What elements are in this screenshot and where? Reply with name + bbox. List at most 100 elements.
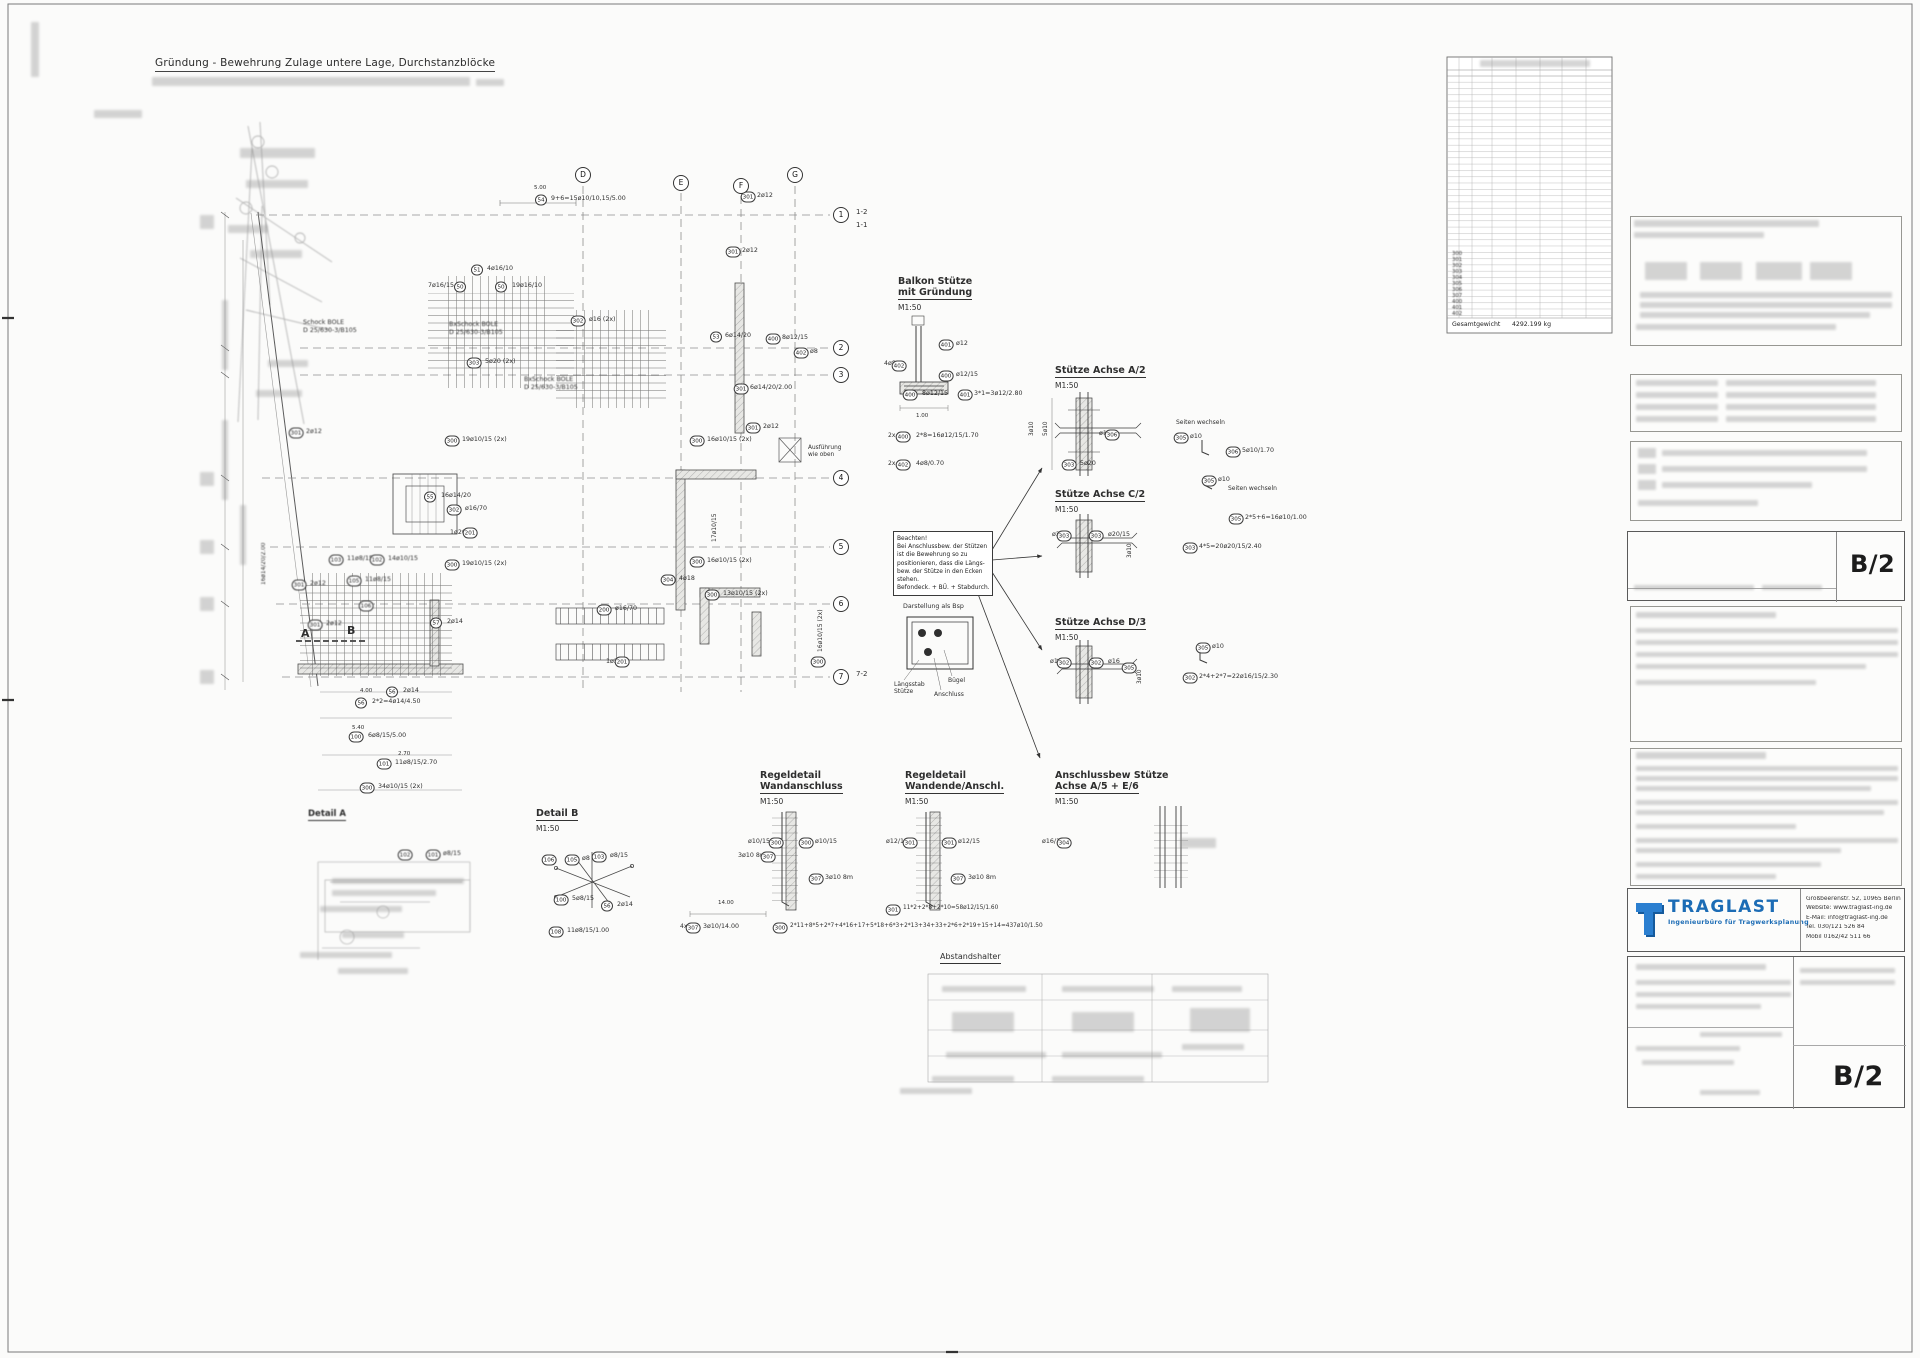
annotation-text: 8ø12/15 xyxy=(922,390,949,397)
annotation-text: M1:50 xyxy=(1055,381,1079,390)
blurred-text xyxy=(1662,450,1867,456)
callout-301: 301 xyxy=(740,191,756,203)
annotation-text: ø8 xyxy=(810,348,818,355)
annotation-text: 2ø12 xyxy=(310,580,326,587)
blurred-text xyxy=(1636,612,1776,618)
annotation-text: 6ø14/20/2.00 xyxy=(750,384,793,391)
annotation-text: 6ø14/20 xyxy=(725,332,752,339)
callout-300: 300 xyxy=(798,837,814,849)
annotation-text: 7-2 xyxy=(856,670,868,678)
callout-302: 302 xyxy=(1088,657,1104,669)
annotation-text: Wandanschluss xyxy=(760,781,843,794)
callout-106: 106 xyxy=(541,854,557,866)
annotation-text: 5ø10 xyxy=(1043,421,1049,436)
blurred-text xyxy=(1645,262,1687,280)
blurred-text xyxy=(1662,482,1812,488)
callout-305: 305 xyxy=(1121,662,1137,674)
blurred-text xyxy=(1636,392,1718,398)
blurred-text xyxy=(1636,1046,1740,1051)
contact-line: Großbeerenstr. 52, 10965 Berlin xyxy=(1806,896,1901,902)
blurred-text xyxy=(1640,312,1870,318)
detail-title-stuetze-achse-a2: Stütze Achse A/2 xyxy=(1055,365,1146,378)
annotation-text: 1.00 xyxy=(916,413,929,419)
blurred-text xyxy=(1638,448,1656,458)
annotation-text: 16ø14/20/2.00 xyxy=(261,542,267,586)
axis-5: 5 xyxy=(833,539,849,555)
annotation-text: wie oben xyxy=(808,452,835,458)
note-line: stehen. xyxy=(897,577,919,584)
annotation-text: 2ø14 xyxy=(447,618,463,625)
callout-300: 300 xyxy=(444,559,460,571)
callout-103: 103 xyxy=(591,851,607,863)
blurred-text xyxy=(952,1012,1014,1032)
annotation-text: 2ø14 xyxy=(403,687,419,694)
blurred-text xyxy=(1636,404,1718,410)
annotation-text: Schock BOLE xyxy=(303,319,345,326)
blurred-text xyxy=(200,540,214,554)
annotation-text: 2ø12 xyxy=(326,620,342,627)
blurred-text xyxy=(1636,964,1766,970)
callout-105: 105 xyxy=(564,854,580,866)
blurred-text xyxy=(256,390,302,397)
callout-301: 301 xyxy=(885,904,901,916)
annotation-text: M1:50 xyxy=(536,824,560,833)
callout-102: 102 xyxy=(397,849,413,861)
callout-201: 201 xyxy=(462,527,478,539)
blurred-text xyxy=(1800,968,1895,973)
blurred-text xyxy=(1700,1032,1782,1037)
axis-4: 4 xyxy=(833,470,849,486)
annotation-text: 5ø20 (2x) xyxy=(485,358,516,365)
steel-pos: 304 xyxy=(1452,275,1463,281)
detail-title-regeldetail-wandende: Regeldetail xyxy=(905,770,966,781)
annotation-text: ø16 xyxy=(1108,658,1120,665)
annotation-text: ø10/15 xyxy=(748,838,770,845)
annotation-text: ø16/70 xyxy=(465,505,487,512)
steel-pos: 301 xyxy=(1452,257,1463,263)
callout-301: 301 xyxy=(733,383,749,395)
blurred-text xyxy=(1062,1052,1162,1058)
blurred-text xyxy=(1636,766,1898,771)
blurred-text xyxy=(1636,1004,1761,1009)
annotation-text: 13ø10/15 (2x) xyxy=(723,590,768,597)
titleblock-legend xyxy=(1630,441,1902,521)
blurred-text xyxy=(1636,810,1884,815)
callout-301: 301 xyxy=(307,619,323,631)
annotation-text: Ausführung xyxy=(808,445,842,451)
callout-102: 102 xyxy=(369,554,385,566)
annotation-text: 1-1 xyxy=(856,221,868,229)
callout-300: 300 xyxy=(689,556,705,568)
annotation-text: 5ø8/15 xyxy=(572,895,594,902)
callout-302: 302 xyxy=(1182,672,1198,684)
annotation-text: 2ø12 xyxy=(757,192,773,199)
annotation-text: M1:50 xyxy=(905,797,929,806)
axis-2: 2 xyxy=(833,340,849,356)
blurred-text xyxy=(228,225,268,233)
callout-300: 300 xyxy=(704,589,720,601)
blurred-text xyxy=(200,472,214,486)
callout-305: 305 xyxy=(1195,642,1211,654)
callout-200: 200 xyxy=(596,604,612,616)
steel-pos: 305 xyxy=(1452,281,1463,287)
note-line: ist die Bewehrung so zu xyxy=(897,552,968,559)
divider xyxy=(1628,588,1836,589)
blurred-text xyxy=(476,79,504,86)
blurred-text xyxy=(1636,786,1871,791)
annotation-text: 2ø12 xyxy=(763,423,779,430)
steel-pos: 302 xyxy=(1452,263,1463,269)
callout-301: 301 xyxy=(745,422,761,434)
drawing-title: Gründung - Bewehrung Zulage untere Lage,… xyxy=(155,57,496,72)
annotation-text: 2*2=4ø14/4.50 xyxy=(372,698,421,705)
steel-pos: 401 xyxy=(1452,305,1463,311)
annotation-text: ø10 xyxy=(1190,433,1202,440)
blurred-text xyxy=(222,420,228,500)
annotation-text: M1:50 xyxy=(760,797,784,806)
blurred-text xyxy=(1662,466,1867,472)
callout-51: 51 xyxy=(471,264,483,276)
titleblock-logo: TRAGLAST Ingenieurbüro für Tragwerksplan… xyxy=(1627,888,1905,952)
titleblock-standards xyxy=(1630,216,1902,346)
blurred-text xyxy=(1636,628,1898,633)
annotation-text: 11ø8/15/1.00 xyxy=(567,927,610,934)
annotation-text: 4ø8 xyxy=(884,360,896,367)
